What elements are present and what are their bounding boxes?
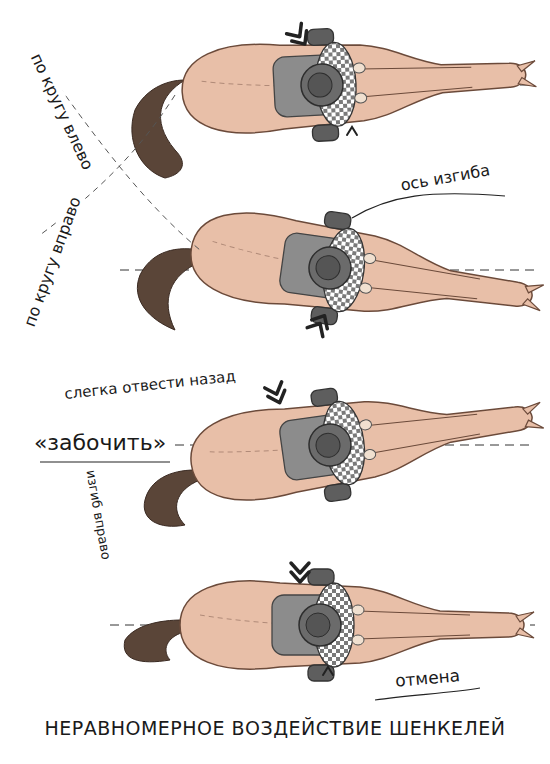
annotation-label: по кругу вправо — [19, 192, 86, 333]
annotation-label: отмена — [392, 665, 465, 692]
annotation-label: слегка отвести назад — [61, 367, 240, 404]
annotation-label: ось изгиба — [396, 160, 494, 196]
annotation-label: изгиб вправо — [82, 466, 114, 564]
annotation-label: «забочить» — [31, 430, 169, 456]
annotation-label: по кругу влево — [25, 48, 98, 176]
diagram-title: НЕРАВНОМЕРНОЕ ВОЗДЕЙСТВИЕ ШЕНКЕЛЕЙ — [44, 717, 505, 739]
